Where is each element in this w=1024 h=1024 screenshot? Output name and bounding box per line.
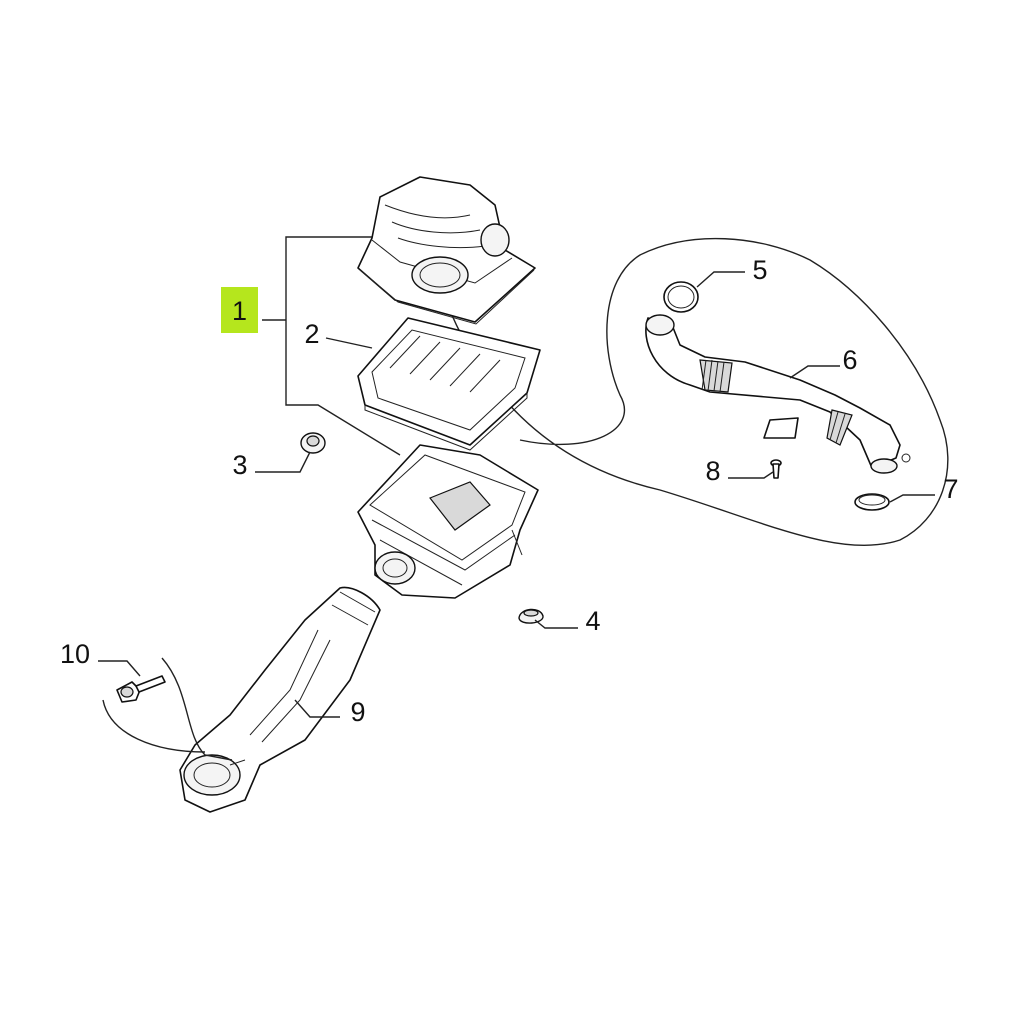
air-filter-lower-box [357, 444, 539, 599]
leader-5 [696, 271, 745, 288]
callout-label-7: 7 [943, 474, 958, 504]
grommet-part-3 [300, 432, 326, 454]
leader-4 [534, 619, 578, 629]
callout-label-3: 3 [232, 450, 247, 480]
intake-hose-part-6 [645, 314, 911, 474]
callout-label-4: 4 [585, 606, 600, 636]
leader-9 [294, 699, 340, 718]
callout-1: 1 [221, 287, 258, 333]
clamp-ring-part-7 [854, 493, 890, 511]
leader-3 [255, 451, 311, 473]
air-filter-cover [357, 176, 536, 325]
bolt-part-10 [116, 675, 166, 703]
callout-label-5: 5 [752, 255, 767, 285]
outline-arc-10 [161, 657, 233, 761]
seal-ring-part-5 [663, 281, 699, 313]
leader-lines [98, 271, 935, 718]
push-clip-part-8 [770, 459, 782, 479]
rubber-mount-part-4 [518, 608, 544, 624]
leader-6 [789, 365, 840, 379]
group-bracket-1 [262, 236, 401, 456]
callout-label-2: 2 [304, 319, 319, 349]
air-inlet-duct-part-9 [179, 586, 381, 813]
callout-label-1: 1 [232, 296, 247, 326]
callout-label-9: 9 [350, 697, 365, 727]
callout-label-10: 10 [60, 639, 90, 669]
leader-8 [728, 471, 774, 479]
outline-arc-10b [102, 699, 206, 753]
callout-label-8: 8 [705, 456, 720, 486]
leader-2 [325, 337, 373, 349]
callout-label-6: 6 [842, 345, 857, 375]
air-filter-element [357, 317, 541, 451]
leader-7 [889, 494, 935, 503]
leader-10 [98, 660, 141, 677]
callout-1-highlight [221, 287, 258, 333]
assembly-outline-loop [439, 237, 949, 547]
